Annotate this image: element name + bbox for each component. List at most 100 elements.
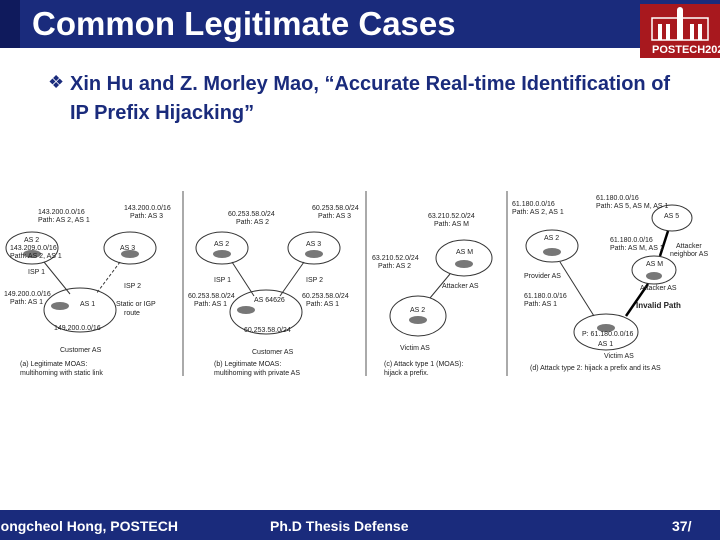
isp-label: ISP 2 <box>306 277 323 284</box>
as-label: AS 3 <box>120 245 135 252</box>
router-icon <box>213 250 231 258</box>
prefix-label: 143.200.0.0/16 <box>38 209 85 216</box>
diamond-bullet-icon: ❖ <box>48 72 65 92</box>
router-icon <box>23 250 41 258</box>
path-label: Path: AS 1 <box>306 301 339 308</box>
prefix-label: 60.253.58.0/24 <box>312 205 359 212</box>
as-label: AS 2 <box>544 235 559 242</box>
isp-label: ISP 2 <box>124 283 141 290</box>
caption: multihoming with static link <box>20 370 103 377</box>
prefix-label: 149.200.0.0/16 <box>54 325 101 332</box>
caption: (c) Attack type 1 (MOAS): <box>384 361 463 368</box>
slide-header <box>0 0 720 48</box>
prefix-label: P: 61.180.0.0/16 <box>582 331 633 338</box>
as-cloud <box>195 231 249 265</box>
invalid-path-arrow <box>624 283 650 317</box>
router-icon <box>305 250 323 258</box>
prefix-label: 60.253.58.0/24 <box>228 211 275 218</box>
path-label: Path: AS 1 <box>194 301 227 308</box>
caption: (b) Legitimate MOAS: <box>214 361 281 368</box>
link <box>559 261 595 317</box>
prefix-label: 60.253.58.0/24 <box>244 327 291 334</box>
as-label: AS M <box>456 249 473 256</box>
as-cloud <box>43 287 117 333</box>
as-label: AS 2 <box>24 237 39 244</box>
link <box>43 261 71 295</box>
path-label: Path: AS 3 <box>130 213 163 220</box>
router-icon <box>543 248 561 256</box>
router-icon <box>51 302 69 310</box>
path-label: Path: AS M, AS 1 <box>610 245 664 252</box>
path-label: Path: AS 2, AS 1 <box>512 209 564 216</box>
as-cloud <box>525 229 579 263</box>
logo-text: POSTECH2020 <box>652 44 720 56</box>
as-label: AS 1 <box>598 341 613 348</box>
path-label: Path: AS 5, AS M, AS 1 <box>596 203 668 210</box>
panel-d: AS 2 AS 5 AS M AS 1 Provider AS Attacker… <box>512 195 708 372</box>
router-icon <box>121 250 139 258</box>
footer-page-number: 37/ <box>672 518 692 534</box>
as-label: AS 3 <box>306 241 321 248</box>
as-label: AS 5 <box>664 213 679 220</box>
panel-a: AS 2 AS 3 AS 1 ISP 1 ISP 2 Static or IGP… <box>4 205 171 377</box>
path-label: Path: AS M <box>434 221 469 228</box>
as-label: AS 2 <box>410 307 425 314</box>
link <box>95 261 121 295</box>
bullet-text: Xin Hu and Z. Morley Mao, “Accurate Real… <box>70 73 671 124</box>
path-label: Path: AS 1 <box>524 301 557 308</box>
as-label: AS 2 <box>214 241 229 248</box>
attacker-label: Attacker AS <box>640 285 677 292</box>
panel-b: AS 2 AS 3 ISP 1 ISP 2 AS 64626 Customer … <box>188 205 359 377</box>
router-icon <box>646 272 662 280</box>
as-cloud <box>229 289 303 335</box>
as-label: AS 1 <box>80 301 95 308</box>
invalid-path-label: Invalid Path <box>636 301 681 310</box>
router-icon <box>597 324 615 332</box>
prefix-label: 61.180.0.0/16 <box>512 201 555 208</box>
prefix-label: 61.180.0.0/16 <box>610 237 653 244</box>
panel-c: AS M AS 2 Attacker AS Victim AS 63.210.5… <box>372 213 493 377</box>
router-icon <box>455 260 473 268</box>
provider-label: Provider AS <box>524 273 561 280</box>
as-cloud <box>5 231 59 265</box>
static-label: Static or IGP <box>116 301 156 308</box>
slide-footer <box>0 510 720 540</box>
caption: (a) Legitimate MOAS: <box>20 361 87 368</box>
attacker-neighbor-label: neighbor AS <box>670 251 708 258</box>
as-cloud <box>651 204 693 232</box>
router-icon <box>409 316 427 324</box>
hijacking-figure: AS 2 AS 3 AS 1 ISP 1 ISP 2 Static or IGP… <box>4 191 708 377</box>
customer-label: Customer AS <box>252 349 294 356</box>
link <box>231 261 255 297</box>
link <box>279 261 305 297</box>
static-label: route <box>124 310 140 317</box>
router-icon <box>237 306 255 314</box>
as-cloud <box>103 231 157 265</box>
as-label: AS M <box>646 261 663 268</box>
prefix-label: 63.210.52.0/24 <box>372 255 419 262</box>
path-label: Path: AS 2, AS 1 <box>10 253 62 260</box>
postech-logo-icon <box>640 4 720 58</box>
prefix-label: 61.180.0.0/16 <box>524 293 567 300</box>
prefix-label: 60.253.58.0/24 <box>302 293 349 300</box>
header-accent <box>0 0 20 48</box>
prefix-label: 143.209.0.0/16 <box>10 245 57 252</box>
path-label: Path: AS 2 <box>378 263 411 270</box>
slide-title: Common Legitimate Cases <box>32 5 456 42</box>
prefix-label: 60.253.58.0/24 <box>188 293 235 300</box>
as-cloud <box>435 239 493 277</box>
customer-label: Customer AS <box>60 347 102 354</box>
link <box>429 273 451 299</box>
prefix-label: 61.180.0.0/16 <box>596 195 639 202</box>
as-cloud <box>631 255 677 285</box>
path-label: Path: AS 2 <box>236 219 269 226</box>
prefix-label: 143.200.0.0/16 <box>124 205 171 212</box>
path-label: Path: AS 2, AS 1 <box>38 217 90 224</box>
path-label: Path: AS 1 <box>10 299 43 306</box>
victim-label: Victim AS <box>400 345 430 352</box>
isp-label: ISP 1 <box>214 277 231 284</box>
prefix-label: 149.200.0.0/16 <box>4 291 51 298</box>
path-label: Path: AS 3 <box>318 213 351 220</box>
prefix-label: 63.210.52.0/24 <box>428 213 475 220</box>
footer-event: Ph.D Thesis Defense <box>270 518 409 534</box>
